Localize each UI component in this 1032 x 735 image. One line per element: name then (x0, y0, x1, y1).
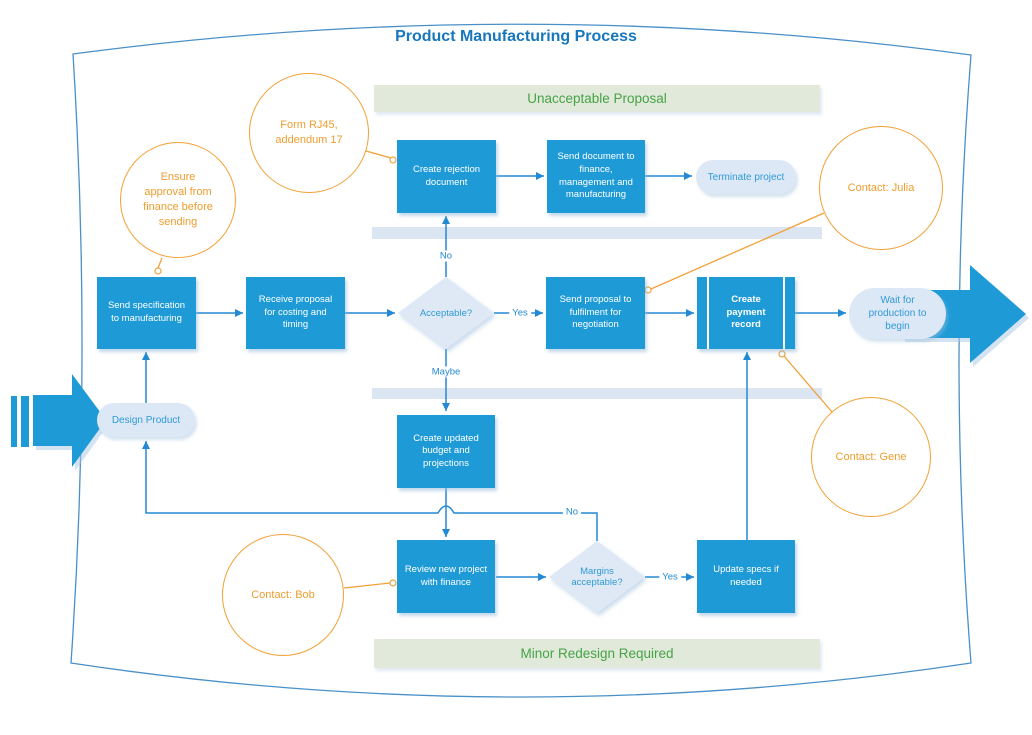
callout-text: Form RJ45, addendum 17 (275, 119, 343, 146)
callout-contact-julia[interactable]: Contact: Julia (819, 126, 943, 250)
output-flow-arrow[interactable] (902, 265, 1029, 367)
decision-margins-acceptable[interactable]: Margins acceptable? (549, 541, 645, 613)
input-flow-arrow[interactable] (11, 374, 109, 471)
callout-text: Contact: Gene (835, 450, 907, 463)
decision-label: Margins acceptable? (571, 566, 623, 588)
callout-anchor-dot (778, 350, 786, 358)
callout-line-gene (783, 355, 833, 413)
process-create-budget[interactable]: Create updated budget and projections (397, 415, 495, 488)
process-receive-proposal[interactable]: Receive proposal for costing and timing (246, 277, 345, 349)
terminator-terminate-project[interactable]: Terminate project (696, 160, 796, 194)
diagram-frame (70, 23, 972, 698)
callout-contact-gene[interactable]: Contact: Gene (811, 397, 931, 517)
decision-acceptable[interactable]: Acceptable? (398, 277, 494, 349)
process-create-rejection[interactable]: Create rejection document (397, 140, 496, 213)
callout-line-bob (343, 582, 391, 589)
process-create-payment-record[interactable]: Create payment record (697, 277, 795, 349)
callout-text: Contact: Julia (847, 181, 915, 194)
flow-label-yes: Yes (509, 307, 531, 319)
swimlane-band-top (372, 227, 822, 239)
terminator-wait-production[interactable]: Wait for production to begin (849, 288, 946, 339)
callout-line-form-rj45 (365, 150, 392, 159)
flow-label-no-margins: No (562, 506, 582, 518)
callout-line-julia (650, 212, 825, 290)
callout-anchor-dot (389, 579, 397, 587)
callout-contact-bob[interactable]: Contact: Bob (222, 534, 344, 656)
banner-unacceptable-proposal: Unacceptable Proposal (374, 85, 820, 112)
callout-text: Contact: Bob (251, 588, 315, 601)
banner-minor-redesign: Minor Redesign Required (374, 639, 820, 668)
flow-label-no: No (436, 250, 456, 262)
callout-anchor-dot (389, 156, 397, 164)
process-send-specification[interactable]: Send specification to manufacturing (97, 277, 196, 349)
decision-label: Acceptable? (419, 307, 473, 319)
flow-label-yes-margins: Yes (659, 571, 681, 583)
process-send-proposal[interactable]: Send proposal to fulfilment for negotiat… (546, 277, 645, 349)
callout-form-rj45[interactable]: Form RJ45, addendum 17 (249, 73, 369, 193)
process-review-project[interactable]: Review new project with finance (397, 540, 495, 613)
process-send-document[interactable]: Send document to finance, management and… (547, 140, 645, 213)
page-title: Product Manufacturing Process (395, 28, 637, 45)
callout-text: Ensure approval from finance before send… (143, 171, 213, 228)
terminator-design-product[interactable]: Design Product (97, 403, 195, 437)
callout-line-ensure-approval (157, 257, 163, 269)
swimlane-band-bottom (372, 388, 822, 399)
process-update-specs[interactable]: Update specs if needed (697, 540, 795, 613)
callout-ensure-approval[interactable]: Ensure approval from finance before send… (120, 142, 236, 258)
callout-anchor-dot (644, 286, 652, 294)
connector-margins-no-to-design[interactable] (142, 441, 598, 541)
flow-label-maybe: Maybe (428, 366, 464, 378)
callout-anchor-dot (154, 267, 162, 275)
